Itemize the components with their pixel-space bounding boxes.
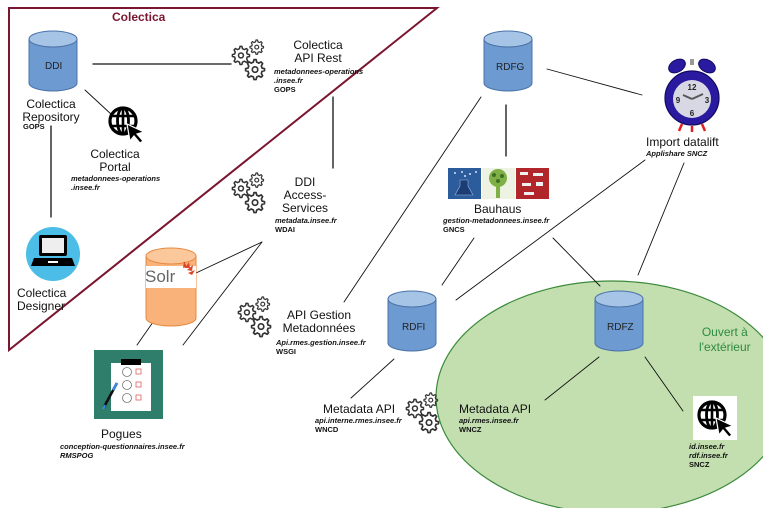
rdfg-db-label: RDFG	[496, 62, 525, 73]
rdfg-database-icon	[483, 30, 533, 92]
colectica-portal-host-line1: metadonnees-operations	[71, 174, 161, 183]
colectica-designer-title[interactable]: Colectica Designer	[17, 286, 67, 314]
metadata-api-public-host: api.rmes.insee.fr	[459, 416, 519, 425]
link-bauhaus-rdfi	[441, 237, 475, 286]
ddi-access-code: WDAI	[275, 225, 295, 234]
clock-digit-6: 6	[690, 109, 695, 118]
import-datalift-alarm-clock-icon: 12 9 3 6	[664, 58, 720, 132]
link-solr-ddi-access	[195, 241, 263, 274]
api-gestion-gears-icon	[238, 297, 270, 337]
api-gestion-title-line1: API Gestion	[286, 308, 352, 322]
link-bauhaus-rdfz	[552, 237, 601, 287]
colectica-designer-title-line1: Colectica	[17, 286, 67, 300]
bauhaus-images-icon	[448, 168, 549, 199]
link-ddi-portal	[84, 89, 113, 116]
rdfi-db-label: RDFI	[402, 322, 426, 333]
colectica-zone-title: Colectica	[112, 10, 166, 24]
pogues-host: conception-questionnaires.insee.fr	[60, 442, 185, 451]
open-zone-label-line2: l'extérieur	[699, 340, 751, 354]
colectica-portal-globe-icon	[108, 106, 146, 145]
pogues-title[interactable]: Pogues	[101, 427, 142, 441]
metadata-api-public-title[interactable]: Metadata API	[459, 402, 532, 416]
colectica-repository-code: GOPS	[23, 122, 45, 131]
colectica-api-title-line2: API Rest	[294, 51, 342, 66]
link-rdfg-import-datalift	[546, 68, 643, 96]
link-api-gestion-rdfg	[343, 96, 482, 303]
open-zone-label-line1: Ouvert à	[701, 325, 748, 339]
link-pogues-ddi-access	[182, 241, 263, 346]
colectica-portal-title-line1: Colectica	[90, 147, 140, 161]
colectica-api-title-line1: Colectica	[293, 38, 343, 52]
public-site-globe-icon	[693, 396, 737, 440]
public-site-host-line1: id.insee.fr	[689, 442, 725, 451]
colectica-repository-title-line2: Repository	[22, 110, 80, 125]
ddi-access-title-line2: Access-	[283, 188, 327, 203]
colectica-api-host-line1: metadonnees-operations	[274, 67, 364, 76]
pogues-questionnaire-icon	[94, 350, 163, 419]
solr-database-icon	[145, 247, 197, 327]
colectica-portal-title[interactable]: Colectica Portal	[85, 147, 145, 175]
colectica-repository-title-line1: Colectica	[26, 97, 76, 111]
api-gestion-code: WSGI	[276, 347, 296, 356]
link-import-datalift-rdfi	[455, 159, 646, 301]
colectica-portal-title-line2: Portal	[99, 160, 131, 175]
metadata-api-internal-title[interactable]: Metadata API	[323, 402, 396, 416]
clock-digit-12: 12	[688, 83, 697, 92]
link-rdfz-public-site	[644, 356, 684, 412]
rdfz-database-icon	[594, 290, 644, 352]
clock-digit-9: 9	[676, 96, 681, 105]
ddi-access-gears-icon	[232, 173, 264, 213]
clock-digit-3: 3	[705, 96, 710, 105]
pogues-code: RMSPOG	[60, 451, 94, 460]
ddi-access-title-line3: Services	[281, 201, 328, 216]
colectica-api-host-line2: .insee.fr	[274, 75, 303, 85]
link-rdfz-metadata-api-public	[544, 356, 600, 401]
colectica-portal-host: metadonnees-operations .insee.fr	[71, 174, 161, 192]
api-gestion-title[interactable]: API Gestion Metadonnées	[281, 308, 357, 336]
ddi-db-label: DDI	[45, 61, 63, 72]
import-datalift-host: Applishare SNCZ	[646, 149, 708, 158]
public-site-host-line2: rdf.insee.fr	[689, 450, 728, 460]
public-site-code: SNCZ	[689, 460, 710, 469]
metadata-api-internal-code: WNCD	[315, 425, 339, 434]
bauhaus-code: GNCS	[443, 225, 465, 234]
rdfz-db-label: RDFZ	[607, 322, 634, 333]
colectica-api-gears-icon	[232, 40, 264, 80]
colectica-api-code: GOPS	[274, 85, 296, 94]
link-import-datalift-rdfz	[637, 162, 685, 276]
public-site-host[interactable]: id.insee.fr rdf.insee.fr	[689, 442, 728, 460]
bauhaus-host: gestion-metadonnees.insee.fr	[443, 216, 550, 225]
bauhaus-title[interactable]: Bauhaus	[474, 202, 522, 216]
metadata-api-public-code: WNCZ	[459, 425, 482, 434]
api-gestion-title-line2: Metadonnées	[282, 321, 356, 336]
ddi-access-host: metadata.insee.fr	[275, 216, 337, 225]
rdfi-database-icon	[387, 290, 437, 352]
api-gestion-host: Api.rmes.gestion.insee.fr	[276, 338, 366, 347]
colectica-api-title[interactable]: Colectica API Rest	[288, 38, 348, 66]
metadata-api-internal-gears-icon	[406, 393, 438, 433]
colectica-repository-title[interactable]: Colectica Repository	[20, 97, 82, 125]
colectica-zone-border	[8, 7, 440, 353]
colectica-designer-laptop-icon	[26, 227, 80, 281]
link-rdfi-metadata-api-internal	[350, 358, 395, 399]
ddi-access-title[interactable]: DDI Access- Services	[280, 175, 330, 216]
solr-label: Solr	[145, 267, 176, 286]
metadata-api-internal-host: api.interne.rmes.insee.fr	[315, 416, 402, 425]
ddi-access-title-line1: DDI	[294, 175, 316, 189]
colectica-designer-title-line2: Designer	[17, 299, 66, 314]
colectica-api-host: metadonnees-operations .insee.fr	[274, 67, 364, 85]
open-zone-label: Ouvert à l'extérieur	[699, 325, 751, 355]
colectica-portal-host-line2: .insee.fr	[71, 182, 100, 192]
import-datalift-title[interactable]: Import datalift	[646, 135, 719, 149]
